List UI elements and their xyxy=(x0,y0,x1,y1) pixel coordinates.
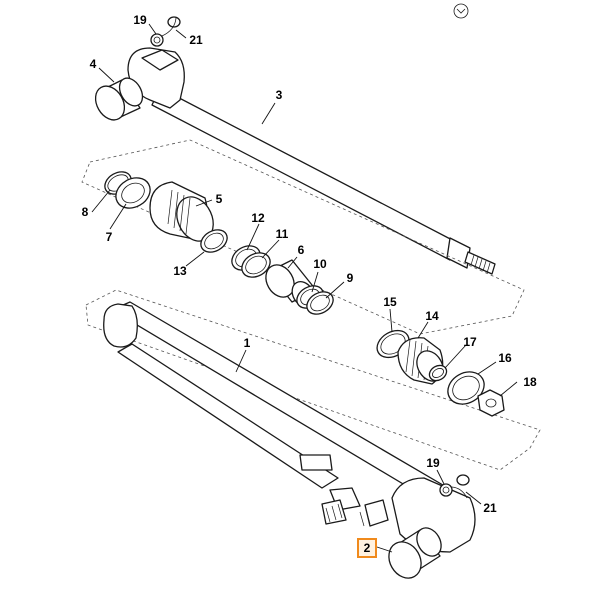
seal-kit-boundary xyxy=(81,139,525,335)
callout-16: 16 xyxy=(498,351,512,365)
callout-21-top: 21 xyxy=(189,33,203,47)
callout-13: 13 xyxy=(173,264,187,278)
callout-8: 8 xyxy=(82,205,89,219)
callout-3: 3 xyxy=(276,88,283,102)
piston-oring-part xyxy=(428,364,448,382)
callout-19-top: 19 xyxy=(133,13,147,27)
leader-lines xyxy=(91,23,518,553)
rod-seal-part xyxy=(231,245,271,278)
cylinder-barrel-part xyxy=(103,301,449,527)
piston-rod-part xyxy=(151,87,496,275)
wear-ring-part xyxy=(447,371,485,405)
callout-10: 10 xyxy=(313,257,327,271)
callout-15: 15 xyxy=(383,295,397,309)
callout-1: 1 xyxy=(244,336,251,350)
selected-callout-highlight xyxy=(357,538,377,558)
callout-6: 6 xyxy=(298,243,305,257)
lock-nut-part xyxy=(477,389,505,417)
callout-2[interactable]: 2 xyxy=(364,541,371,555)
callout-7: 7 xyxy=(106,230,113,244)
callout-5: 5 xyxy=(216,192,223,206)
callout-9: 9 xyxy=(347,271,354,285)
callout-12: 12 xyxy=(251,211,265,225)
callout-18: 18 xyxy=(523,375,537,389)
callout-17: 17 xyxy=(463,335,477,349)
callout-4: 4 xyxy=(90,57,97,71)
view-icon xyxy=(453,3,469,19)
rod-eye-part xyxy=(127,16,185,109)
callout-14: 14 xyxy=(425,309,439,323)
barrel-boundary xyxy=(85,289,541,471)
callout-19-bottom: 19 xyxy=(426,456,440,470)
callout-11: 11 xyxy=(276,227,289,241)
eye-bushing-part xyxy=(94,77,144,121)
gland-part xyxy=(149,181,228,253)
barrel-bushing-part xyxy=(388,527,442,579)
wiper-seal-part xyxy=(115,177,151,209)
callout-labels: 19 21 4 3 8 7 5 12 11 13 6 10 9 1 15 14 … xyxy=(82,13,537,555)
callout-21-bottom: 21 xyxy=(483,501,497,515)
